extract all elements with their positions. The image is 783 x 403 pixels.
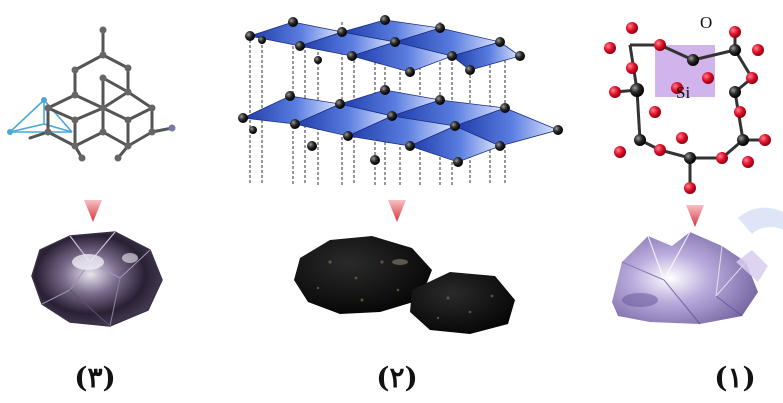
oxygen-atoms <box>604 22 771 194</box>
arrow-down-icon <box>686 205 704 227</box>
diamond-bonds <box>28 28 174 160</box>
silicon-label: Si <box>676 83 690 102</box>
arrow-down-icon <box>388 200 406 222</box>
graphite-layer-top <box>248 19 521 73</box>
silica-structure: O Si <box>604 13 771 194</box>
panel-label-2: (٢) <box>376 361 418 394</box>
si-unit-box <box>655 45 715 97</box>
quartz-crystal-image <box>612 207 783 325</box>
diamond-atoms <box>7 26 176 162</box>
graphite-lumps-image <box>294 236 515 334</box>
arrow-down-icon <box>84 200 102 222</box>
diamond-structure <box>7 26 176 162</box>
graphite-structure <box>238 15 563 185</box>
graphite-layer-middle <box>241 89 560 163</box>
oxygen-label: O <box>700 13 712 32</box>
panel-label-3: (٣) <box>74 361 116 394</box>
graphite-atoms <box>238 15 563 167</box>
diamond-gem-image <box>31 231 163 327</box>
panel-label-1: (١) <box>714 361 756 394</box>
silicon-atoms <box>630 44 749 164</box>
